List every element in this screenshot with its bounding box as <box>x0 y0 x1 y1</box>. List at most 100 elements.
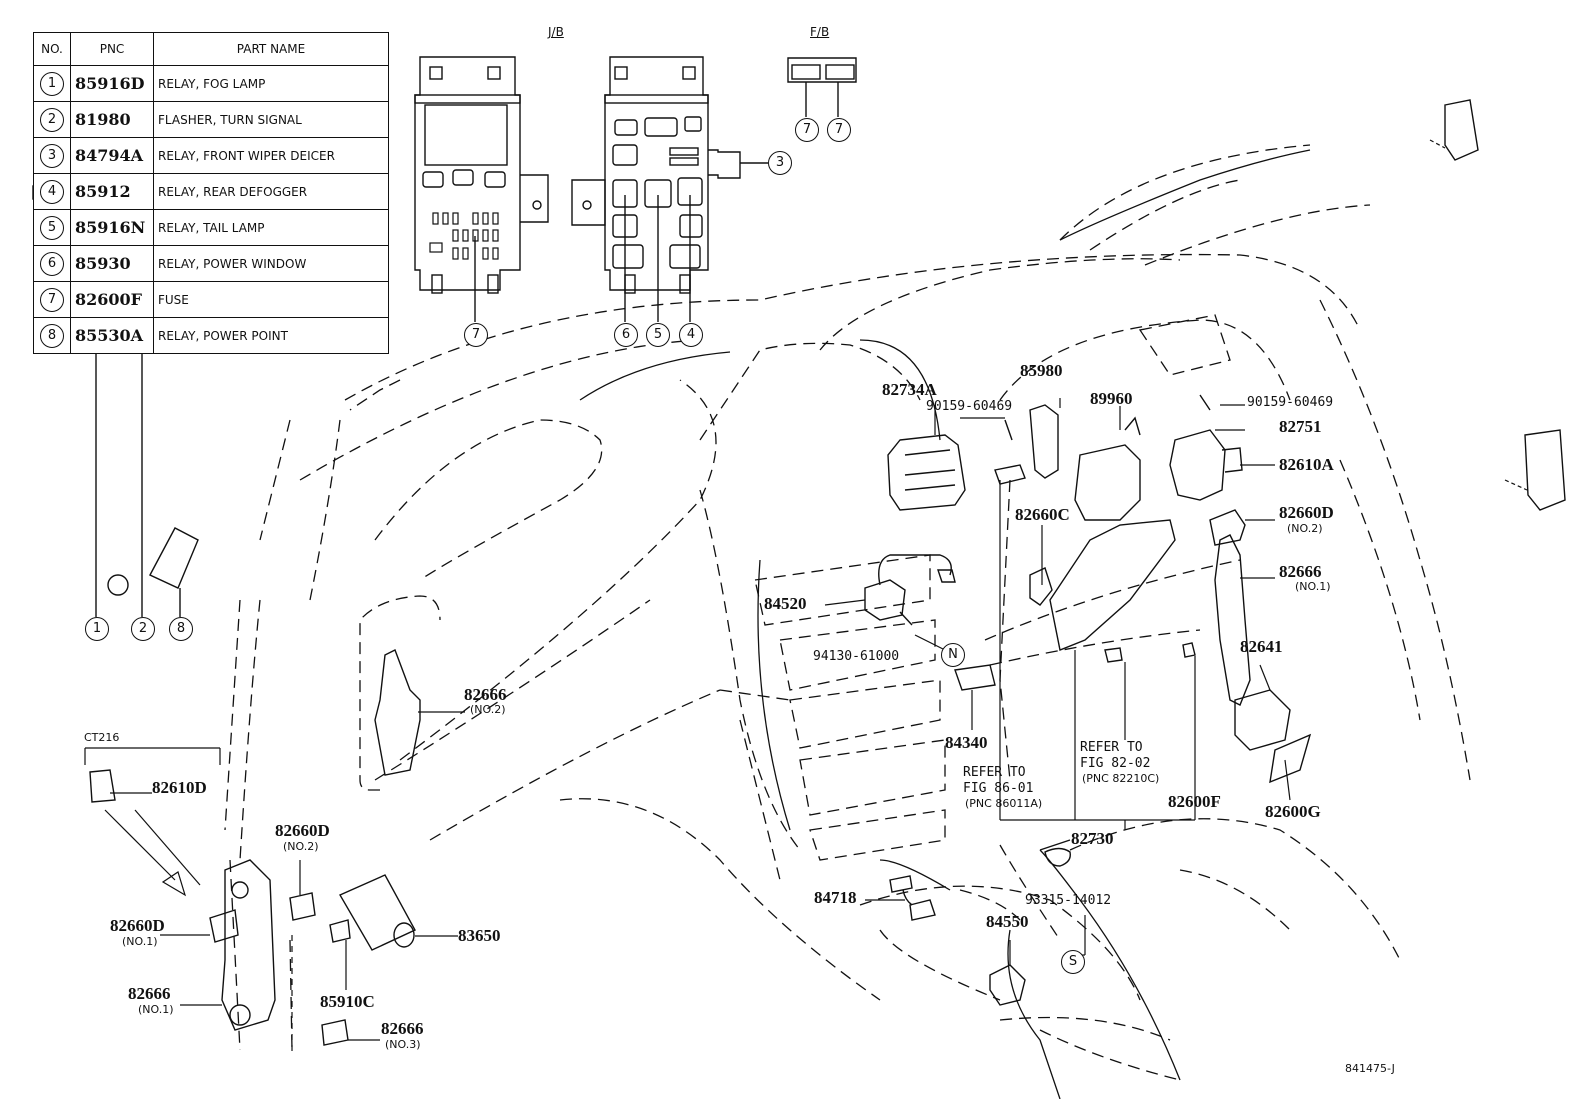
row-part-name: FUSE <box>153 281 389 318</box>
row-number: 5 <box>40 215 64 240</box>
table-row: 1 85916D RELAY, FOG LAMP <box>33 65 389 102</box>
col-header-no: NO. <box>33 32 71 66</box>
row-part-name: RELAY, REAR DEFOGGER <box>153 173 389 210</box>
fuse-block-fb <box>787 57 857 117</box>
row-pnc: 85916N <box>70 209 154 246</box>
callout-jb-relay-5: 5 <box>646 323 670 347</box>
label-84718: 84718 <box>814 888 857 907</box>
table-row: 2 81980 FLASHER, TURN SIGNAL <box>33 101 389 138</box>
table-header-row: NO. PNC PART NAME <box>33 32 389 66</box>
label-refer-86-line1: REFER TO <box>963 765 1026 780</box>
label-82660d-no1-sub: (NO.1) <box>122 935 158 948</box>
label-82600g: 82600G <box>1265 802 1321 821</box>
table-row: 5 85916N RELAY, TAIL LAMP <box>33 209 389 246</box>
label-82734a: 82734A <box>882 380 937 399</box>
label-83650: 83650 <box>458 926 501 945</box>
col-header-pnc: PNC <box>70 32 154 66</box>
label-84340: 84340 <box>945 733 988 752</box>
row-pnc: 85930 <box>70 245 154 282</box>
label-82666-no2: 82666 <box>464 685 507 704</box>
label-82610a: 82610A <box>1279 455 1334 474</box>
junction-block-left <box>414 56 549 322</box>
label-82666-no3: 82666 <box>381 1019 424 1038</box>
row-part-name: RELAY, FOG LAMP <box>153 65 389 102</box>
label-82666-no1: 82666 <box>1279 562 1322 581</box>
callout-bracket-2: 2 <box>131 617 155 641</box>
row-number: 2 <box>40 107 64 132</box>
label-82600f: 82600F <box>1168 792 1221 811</box>
label-84520: 84520 <box>764 594 807 613</box>
row-part-name: RELAY, FRONT WIPER DEICER <box>153 137 389 174</box>
label-82660d-no2: 82660D <box>1279 503 1334 522</box>
label-82660d-no2-b: 82660D <box>275 821 330 840</box>
label-refer-86-line2: FIG 86-01 <box>963 781 1034 796</box>
label-90159-60469-right: 90159-60469 <box>1247 395 1334 410</box>
label-85980: 85980 <box>1020 361 1063 380</box>
label-94130-61000: 94130-61000 <box>813 649 900 664</box>
row-pnc: 84794A <box>70 137 154 174</box>
row-number: 1 <box>40 71 64 96</box>
label-82751: 82751 <box>1279 417 1322 436</box>
callout-bracket-8: 8 <box>169 617 193 641</box>
label-85910c: 85910C <box>320 992 375 1011</box>
row-pnc: 85916D <box>70 65 154 102</box>
callout-s: S <box>1061 950 1085 974</box>
row-number: 8 <box>40 323 64 348</box>
callout-jb-relay-6: 6 <box>614 323 638 347</box>
callout-jb-fuse: 7 <box>464 323 488 347</box>
callout-bracket-1: 1 <box>85 617 109 641</box>
callout-jb-relay-3: 3 <box>768 151 792 175</box>
label-84550: 84550 <box>986 912 1029 931</box>
row-part-name: FLASHER, TURN SIGNAL <box>153 101 389 138</box>
row-part-name: RELAY, POWER WINDOW <box>153 245 389 282</box>
row-pnc: 85530A <box>70 317 154 354</box>
parts-table: NO. PNC PART NAME 1 85916D RELAY, FOG LA… <box>33 32 389 354</box>
label-refer-82-line1: REFER TO <box>1080 740 1143 755</box>
row-number: 7 <box>40 287 64 312</box>
illustration-code: 841475-J <box>1345 1062 1395 1075</box>
label-89960: 89960 <box>1090 389 1133 408</box>
label-82660d-no2-b-sub: (NO.2) <box>283 840 319 853</box>
row-number: 3 <box>40 143 64 168</box>
label-refer-86-line3: (PNC 86011A) <box>965 797 1043 810</box>
label-90159-60469-left: 90159-60469 <box>926 399 1013 414</box>
table-row: 6 85930 RELAY, POWER WINDOW <box>33 245 389 282</box>
label-82660d-no1: 82660D <box>110 916 165 935</box>
row-pnc: 82600F <box>70 281 154 318</box>
leader-lines <box>84 139 1528 1055</box>
row-part-name: RELAY, TAIL LAMP <box>153 209 389 246</box>
label-82666-no3-sub: (NO.3) <box>385 1038 421 1051</box>
label-82610d: 82610D <box>152 778 207 797</box>
label-refer-82-line2: FIG 82-02 <box>1080 756 1151 771</box>
callout-fb-fuse-b: 7 <box>827 118 851 142</box>
jb-heading: J/B <box>548 25 564 39</box>
callout-jb-relay-4: 4 <box>679 323 703 347</box>
col-header-part-name: PART NAME <box>153 32 389 66</box>
label-82660d-no2-sub: (NO.2) <box>1287 522 1323 535</box>
table-row: 7 82600F FUSE <box>33 281 389 318</box>
label-82730: 82730 <box>1071 829 1114 848</box>
label-82666-no2-sub: (NO.2) <box>470 703 506 716</box>
junction-block-right <box>571 56 768 322</box>
ct-heading: CT216 <box>84 731 120 744</box>
label-82641: 82641 <box>1240 637 1283 656</box>
table-row: 8 85530A RELAY, POWER POINT <box>33 317 389 354</box>
table-row: 3 84794A RELAY, FRONT WIPER DEICER <box>33 137 389 174</box>
row-number: 4 <box>40 179 64 204</box>
label-82660c: 82660C <box>1015 505 1070 524</box>
label-93315-14012: 93315-14012 <box>1025 893 1112 908</box>
label-82666-no1-sub: (NO.1) <box>1295 580 1331 593</box>
row-part-name: RELAY, POWER POINT <box>153 317 389 354</box>
row-number: 6 <box>40 251 64 276</box>
label-refer-82-line3: (PNC 82210C) <box>1082 772 1160 785</box>
callout-fb-fuse-a: 7 <box>795 118 819 142</box>
callout-n: N <box>941 643 965 667</box>
row-pnc: 81980 <box>70 101 154 138</box>
label-82666-no1-b-sub: (NO.1) <box>138 1003 174 1016</box>
row-pnc: 85912 <box>70 173 154 210</box>
fb-heading: F/B <box>810 25 830 39</box>
label-82666-no1-b: 82666 <box>128 984 171 1003</box>
dashboard-outline <box>224 144 1471 1081</box>
table-row: 4 85912 RELAY, REAR DEFOGGER <box>33 173 389 210</box>
